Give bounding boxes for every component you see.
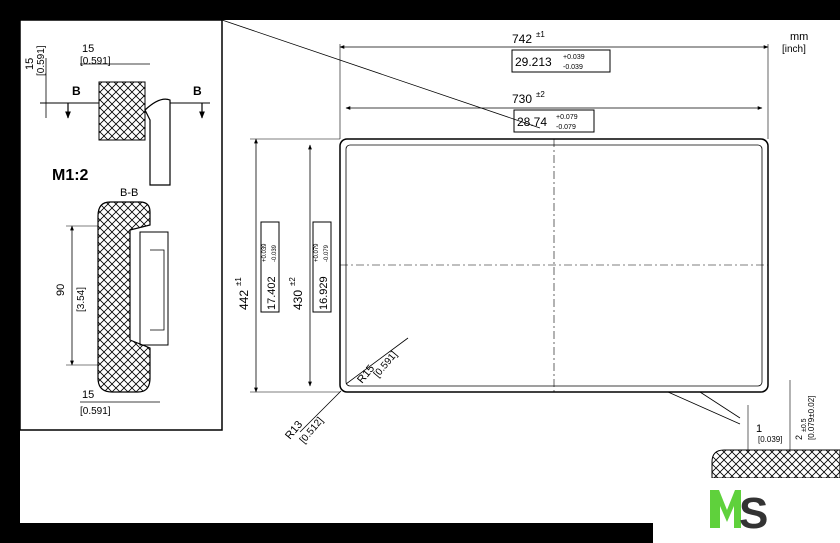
top-profile-glass: [144, 98, 171, 186]
edge-gap-tol: ±0.5: [801, 418, 808, 432]
dim-bottom-mm: 15: [82, 389, 94, 401]
outer-height-inch-tol-up: +0.039: [262, 243, 268, 262]
outer-height-mm: 442: [237, 290, 251, 310]
outer-height-tol: ±1: [234, 277, 243, 286]
outer-width-inch-tol-up: +0.039: [563, 54, 585, 61]
section-mark-right: B: [193, 84, 202, 98]
inner-width-tol: ±2: [536, 90, 545, 99]
edge-profile-section: [711, 449, 840, 479]
inner-height-tol: ±2: [288, 277, 297, 286]
detail-leader: [221, 19, 541, 129]
dim-side-mm: 90: [55, 284, 67, 296]
inner-height-inch-tol-up: +0.079: [314, 243, 320, 262]
logo-s-letter: S: [739, 489, 768, 538]
inner-width-inch-tol-up: +0.079: [556, 114, 578, 121]
brand-logo: S: [653, 478, 840, 543]
dim-bottom-inch: [0.591]: [80, 406, 111, 417]
edge-small-mm: 1: [756, 423, 762, 435]
dim-top-v-inch: [0.591]: [36, 45, 47, 76]
edge-small-inch: [0.039]: [758, 435, 782, 444]
outer-width-inch-tol-low: -0.039: [563, 64, 583, 71]
edge-gap-mm: 2: [794, 435, 804, 440]
units-inch: [inch]: [782, 44, 806, 55]
outer-width-inch: 29.213: [515, 55, 552, 69]
inner-width-mm: 730: [512, 92, 532, 106]
inner-width-inch: 28.74: [517, 115, 547, 129]
section-label: B-B: [120, 187, 138, 199]
dim-side-inch: [3.54]: [76, 287, 87, 312]
outer-width-mm: 742: [512, 32, 532, 46]
dim-top-h-mm: 15: [82, 43, 94, 55]
outer-height-inch: 17.402: [266, 276, 278, 310]
units-mm: mm: [790, 31, 808, 43]
dim-top-v-mm: 15: [24, 58, 36, 70]
inner-width-inch-tol-low: -0.079: [556, 124, 576, 131]
inner-height-mm: 430: [291, 290, 305, 310]
top-profile-section: [98, 81, 146, 141]
dim-top-h-inch: [0.591]: [80, 56, 111, 67]
detail-view: 15 [0.591] 15 [0.591] B B M1:2 B-B 90 [3…: [19, 19, 223, 431]
sheet-background: [20, 20, 840, 523]
inner-height-inch-tol-low: -0.079: [324, 244, 330, 262]
edge-gap-inch: [0.079±0.02]: [807, 396, 816, 440]
outer-height-inch-tol-low: -0.039: [272, 244, 278, 262]
outer-width-tol: ±1: [536, 30, 545, 39]
section-mark-left: B: [72, 84, 81, 98]
logo-m-icon: [710, 490, 741, 528]
detail-frame: [19, 19, 223, 431]
section-bb-profile: [97, 201, 151, 393]
section-bb-glass: [139, 231, 169, 346]
detail-scale: M1:2: [52, 167, 89, 184]
inner-height-inch: 16.929: [318, 276, 330, 310]
